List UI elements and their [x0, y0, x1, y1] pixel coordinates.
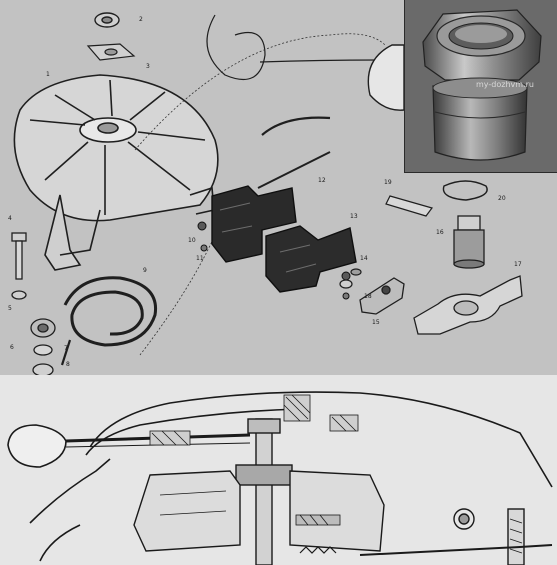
screw-b [200, 244, 208, 252]
handle-knob [7, 424, 251, 468]
callout-3: 3 [146, 63, 150, 70]
callout-16: 16 [436, 229, 444, 236]
section-baseplate [359, 544, 553, 556]
lock-washer [86, 43, 136, 61]
adjuster-nut-photo [405, 0, 557, 172]
callout-13: 13 [350, 213, 358, 220]
photo-inset [404, 0, 557, 173]
leader-curve-lower [139, 234, 216, 356]
section-hatching [149, 394, 359, 526]
central-shaft [235, 418, 293, 565]
fork-lever [413, 275, 523, 335]
callout-15: 15 [372, 319, 380, 326]
callout-1: 1 [46, 71, 50, 78]
recoil-spring [60, 276, 158, 366]
callout-7: 7 [64, 345, 68, 352]
callout-6: 6 [10, 344, 14, 351]
ratchet-pawl-lower [265, 225, 357, 293]
top-nut [94, 12, 120, 28]
callout-20: 20 [498, 195, 506, 202]
section-spring [299, 546, 337, 554]
cross-section-outline [29, 391, 553, 562]
small-lever [385, 195, 434, 217]
callout-2: 2 [139, 16, 143, 23]
guide-rod [257, 116, 331, 189]
callout-9: 9 [143, 267, 147, 274]
callout-14: 14 [360, 255, 368, 262]
screw-c [341, 271, 351, 281]
spring-washer-pair [339, 268, 362, 289]
pulley-rim [367, 44, 405, 111]
ring-washer [442, 180, 488, 201]
pawl-bracket [359, 277, 405, 315]
callout-18: 18 [364, 293, 372, 300]
watermark: my-dozhvm.ru [476, 80, 534, 89]
callout-10: 10 [188, 237, 196, 244]
callout-17: 17 [514, 261, 522, 268]
ratchet-pawl-upper [211, 185, 297, 263]
starter-housing [13, 74, 219, 271]
section-pawl-left [133, 470, 241, 552]
section-pawl-right [289, 470, 385, 552]
bearing-stack [30, 318, 56, 377]
leader-curve [134, 33, 386, 151]
screw-d [342, 292, 350, 300]
callout-4: 4 [8, 215, 12, 222]
callout-8: 8 [66, 361, 70, 368]
callout-19: 19 [384, 179, 392, 186]
exploded-view-drawing [11, 12, 523, 377]
callout-11: 11 [196, 255, 204, 262]
screw-a [197, 221, 207, 231]
callout-12: 12 [318, 177, 326, 184]
callout-5: 5 [8, 305, 12, 312]
adjuster-nut [453, 215, 485, 269]
section-bolt [453, 508, 525, 565]
starter-cord [206, 14, 381, 80]
bolt [11, 232, 27, 300]
cross-section-drawing [7, 391, 553, 565]
cross-section-panel [0, 375, 557, 565]
